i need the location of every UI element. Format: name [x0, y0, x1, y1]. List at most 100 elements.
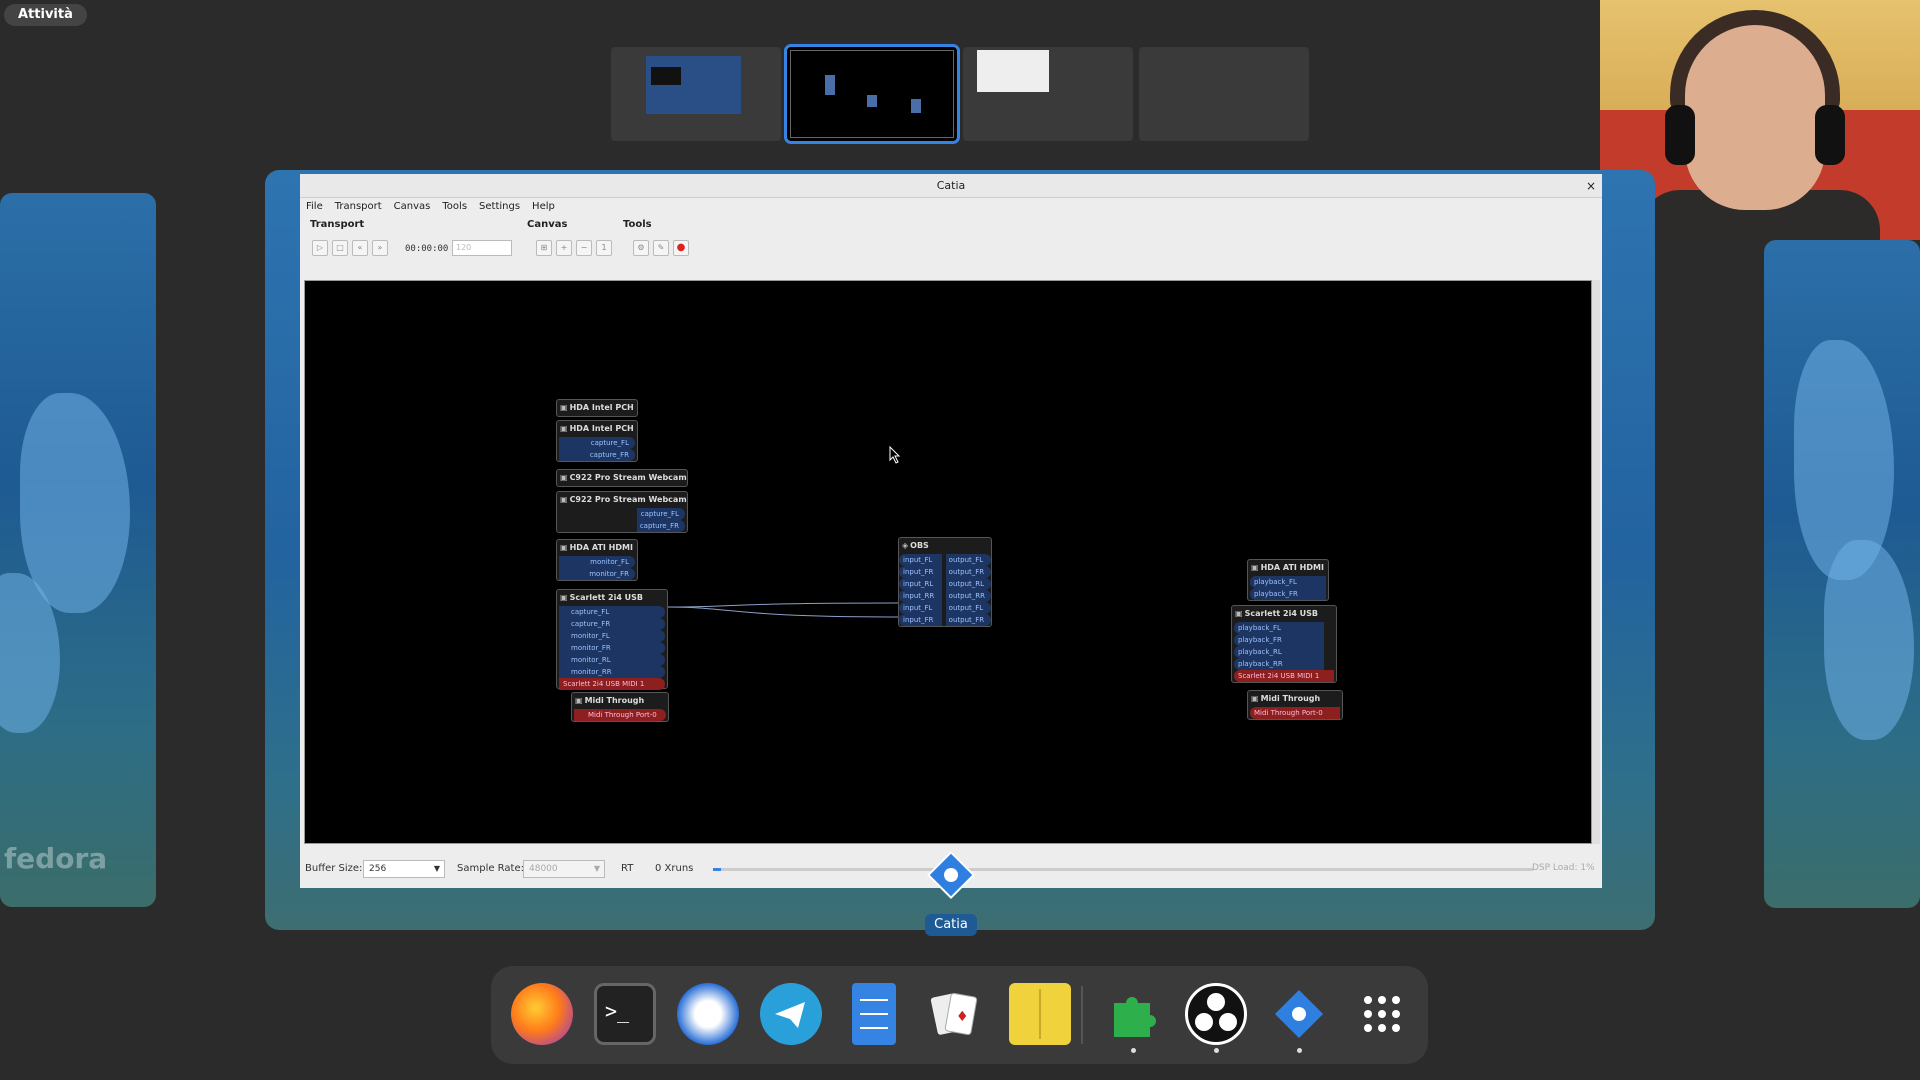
chevron-down-icon: ▼	[433, 864, 440, 873]
mouse-cursor-icon	[889, 446, 901, 464]
close-icon[interactable]: ×	[1585, 179, 1596, 193]
device-icon: ▣	[1251, 694, 1259, 703]
catia-window[interactable]: Catia × File Transport Canvas Tools Sett…	[300, 174, 1602, 888]
menu-canvas[interactable]: Canvas	[393, 201, 431, 212]
sample-rate-select[interactable]: 48000▼	[523, 860, 605, 878]
node-hda-ati-dest[interactable]: ▣HDA ATI HDMI playback_FL playback_FR	[1247, 559, 1329, 601]
port-input-fr-2[interactable]: input_FR	[899, 614, 942, 626]
node-scarlett-source[interactable]: ▣Scarlett 2i4 USB capture_FL capture_FR …	[556, 589, 668, 690]
menu-tools[interactable]: Tools	[442, 201, 468, 212]
node-hda-ati[interactable]: ▣HDA ATI HDMI monitor_FL monitor_FR	[556, 539, 638, 581]
node-c922-b[interactable]: ▣C922 Pro Stream Webcam capture_FL captu…	[556, 491, 688, 533]
record-icon[interactable]: ●	[673, 240, 689, 256]
configure-icon[interactable]: ⚙	[633, 240, 649, 256]
titlebar: Catia ×	[300, 174, 1602, 198]
right-window-preview[interactable]	[1764, 240, 1920, 908]
device-icon: ▣	[1251, 563, 1259, 572]
workspace-4[interactable]	[1139, 47, 1309, 141]
terminal-icon[interactable]: >_	[594, 983, 656, 1045]
dash-dock: >_ ♦	[491, 966, 1428, 1064]
port-capture-fr[interactable]: capture_FR	[559, 618, 665, 630]
zoom-reset-icon[interactable]: 1	[596, 240, 612, 256]
zoom-out-icon[interactable]: −	[576, 240, 592, 256]
port-monitor-fr[interactable]: monitor_FR	[559, 568, 635, 580]
port-output-fr-2[interactable]: output_FR	[945, 614, 991, 626]
tool-icon[interactable]: ✎	[653, 240, 669, 256]
connection-line	[666, 606, 906, 618]
workspace-2[interactable]	[784, 44, 960, 144]
zoom-fit-icon[interactable]: ⊞	[536, 240, 552, 256]
port-monitor-rl[interactable]: monitor_RL	[559, 654, 665, 666]
port-output-rl[interactable]: output_RL	[945, 578, 991, 590]
port-output-fl-2[interactable]: output_FL	[945, 602, 991, 614]
port-monitor-fl[interactable]: monitor_FL	[559, 556, 635, 568]
firefox-icon[interactable]	[511, 983, 573, 1045]
port-capture-fl[interactable]: capture_FL	[559, 437, 635, 449]
node-c922-a[interactable]: ▣C922 Pro Stream Webcam	[556, 469, 688, 487]
port-playback-fl[interactable]: playback_FL	[1250, 576, 1326, 588]
catia-icon[interactable]	[1268, 983, 1330, 1045]
port-midi[interactable]: Scarlett 2i4 USB MIDI 1	[1234, 670, 1334, 682]
files-icon[interactable]	[852, 983, 896, 1045]
port-capture-fr[interactable]: capture_FR	[637, 520, 685, 532]
telegram-icon[interactable]	[760, 983, 822, 1045]
port-input-rr[interactable]: input_RR	[899, 590, 942, 602]
buffer-size-select[interactable]: 256▼	[363, 860, 445, 878]
bpm-input[interactable]: 120	[452, 240, 512, 256]
port-playback-fr[interactable]: playback_FR	[1234, 634, 1324, 646]
port-monitor-rr[interactable]: monitor_RR	[559, 666, 665, 678]
menu-settings[interactable]: Settings	[479, 201, 521, 212]
node-hda-intel-a[interactable]: ▣HDA Intel PCH	[556, 399, 638, 417]
workspace-3[interactable]	[963, 47, 1133, 141]
port-output-fl[interactable]: output_FL	[945, 554, 991, 566]
port-playback-fr[interactable]: playback_FR	[1250, 588, 1326, 600]
tools-toolbar-label: Tools	[623, 219, 652, 230]
rewind-icon[interactable]: «	[352, 240, 368, 256]
workspace-1[interactable]	[611, 47, 781, 141]
zoom-in-icon[interactable]: +	[556, 240, 572, 256]
menu-help[interactable]: Help	[532, 201, 555, 212]
port-monitor-fr[interactable]: monitor_FR	[559, 642, 665, 654]
port-output-rr[interactable]: output_RR	[945, 590, 991, 602]
port-output-fr[interactable]: output_FR	[945, 566, 991, 578]
port-monitor-fl[interactable]: monitor_FL	[559, 630, 665, 642]
port-midi-through[interactable]: Midi Through Port-0	[574, 709, 666, 721]
menu-transport[interactable]: Transport	[334, 201, 382, 212]
port-input-rl[interactable]: input_RL	[899, 578, 942, 590]
port-capture-fl[interactable]: capture_FL	[559, 606, 665, 618]
activities-button[interactable]: Attività	[4, 4, 87, 26]
canvas-toolbar-label: Canvas	[527, 219, 568, 230]
extensions-icon[interactable]	[1102, 983, 1164, 1045]
node-scarlett-dest[interactable]: ▣Scarlett 2i4 USB playback_FL playback_F…	[1231, 605, 1337, 683]
port-capture-fr[interactable]: capture_FR	[559, 449, 635, 461]
xruns-label[interactable]: 0 Xruns	[655, 863, 694, 874]
mail-icon[interactable]	[677, 983, 739, 1045]
port-playback-rr[interactable]: playback_RR	[1234, 658, 1324, 670]
node-midi-through-source[interactable]: ▣Midi Through Midi Through Port-0	[571, 692, 669, 722]
left-window-preview[interactable]	[0, 193, 156, 907]
app-grid-icon[interactable]	[1351, 983, 1413, 1045]
node-hda-intel-b[interactable]: ▣HDA Intel PCH capture_FL capture_FR	[556, 420, 638, 462]
node-midi-through-dest[interactable]: ▣Midi Through Midi Through Port-0	[1247, 690, 1343, 720]
menu-file[interactable]: File	[306, 201, 323, 212]
port-playback-rl[interactable]: playback_RL	[1234, 646, 1324, 658]
obs-icon[interactable]	[1185, 983, 1247, 1045]
port-midi[interactable]: Scarlett 2i4 USB MIDI 1	[559, 678, 665, 690]
play-icon[interactable]: ▷	[312, 240, 328, 256]
port-input-fl-2[interactable]: input_FL	[899, 602, 942, 614]
port-input-fr[interactable]: input_FR	[899, 566, 942, 578]
device-icon: ▣	[560, 473, 568, 482]
dictionary-icon[interactable]	[1009, 983, 1071, 1045]
canvas-scrollbar[interactable]	[1592, 280, 1600, 844]
toolbar-labels: Transport Canvas Tools	[300, 216, 1602, 234]
stop-icon[interactable]: □	[332, 240, 348, 256]
port-playback-fl[interactable]: playback_FL	[1234, 622, 1324, 634]
node-obs[interactable]: ◈OBS input_FL input_FR input_RL input_RR…	[898, 537, 992, 627]
cards-icon[interactable]: ♦	[926, 983, 988, 1045]
dsp-load-label: DSP Load: 1%	[1532, 863, 1595, 873]
patchbay-canvas[interactable]: ▣HDA Intel PCH ▣HDA Intel PCH capture_FL…	[304, 280, 1592, 844]
port-midi-through[interactable]: Midi Through Port-0	[1250, 707, 1340, 719]
port-input-fl[interactable]: input_FL	[899, 554, 942, 566]
port-capture-fl[interactable]: capture_FL	[637, 508, 685, 520]
forward-icon[interactable]: »	[372, 240, 388, 256]
